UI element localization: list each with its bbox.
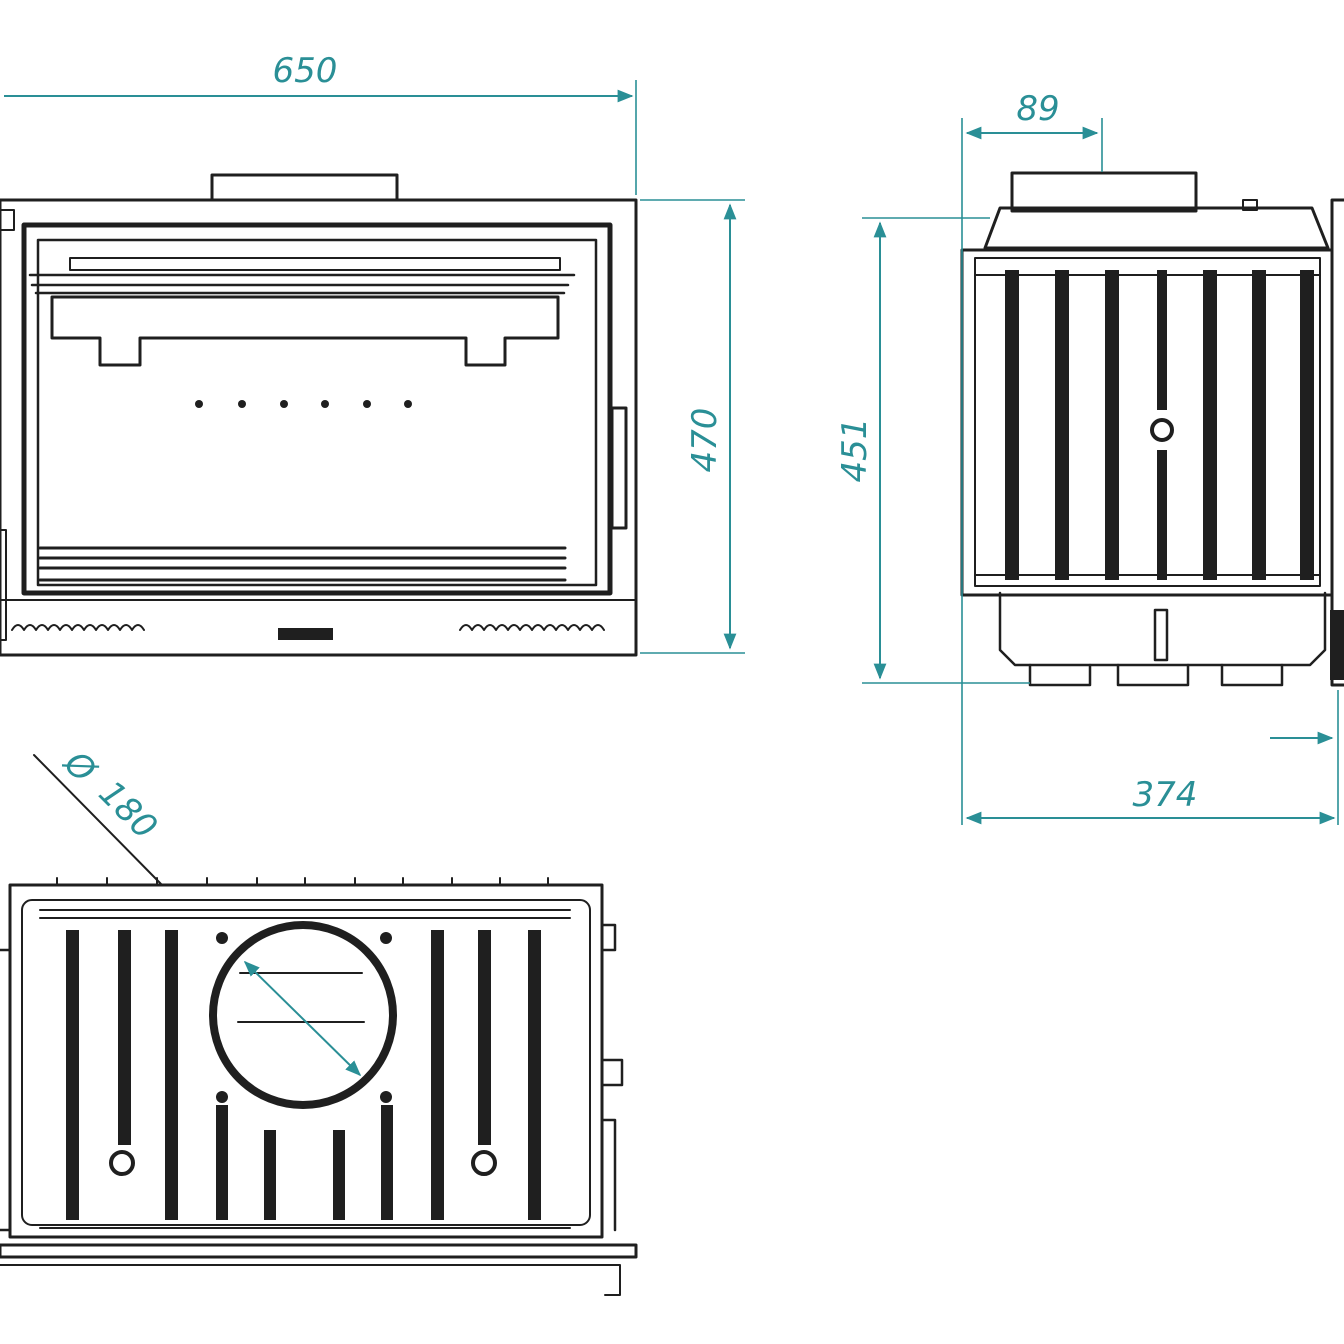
side-view: [960, 171, 1344, 687]
front-width-dimension: 650: [4, 51, 637, 195]
flue-diameter-label: 180: [91, 773, 165, 847]
front-width-label: 650: [273, 51, 338, 91]
side-fins: [1005, 270, 1314, 580]
side-height-dimension: 451: [835, 217, 1030, 684]
side-offset-label: 89: [1016, 89, 1059, 129]
top-fins: [66, 930, 541, 1220]
front-height-dimension: 470: [640, 199, 745, 654]
door-dots: [195, 400, 412, 408]
front-height-label: 470: [685, 408, 725, 473]
side-height-label: 451: [835, 418, 875, 483]
side-depth-label: 374: [1133, 775, 1198, 815]
front-view: [0, 173, 638, 657]
flue-diameter-dimension: Ø 180: [33, 742, 362, 1077]
top-view: [0, 877, 638, 1296]
side-offset-dimension: 89: [961, 89, 1103, 825]
side-depth-dimension: 374: [965, 690, 1339, 825]
